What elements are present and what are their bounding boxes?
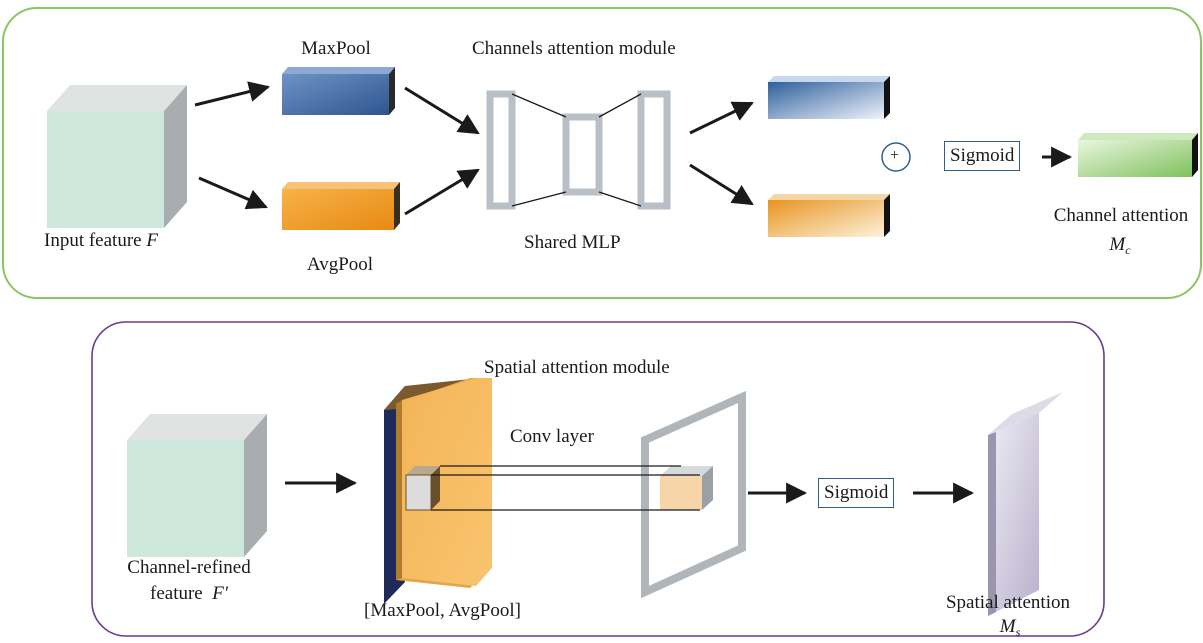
conv-projection-lines	[431, 465, 700, 511]
mlp-output-maxpool-block	[768, 76, 890, 119]
mc-symbol: M	[1109, 234, 1126, 255]
f-prime-symbol: F′	[212, 583, 228, 604]
avgpool-block	[282, 182, 400, 230]
maxpool-label: MaxPool	[301, 38, 371, 59]
mlp-layer-3	[637, 90, 671, 210]
channel-refined-feature-text: feature	[150, 583, 203, 604]
mc-subscript: c	[1125, 243, 1131, 257]
elementwise-sum-icon	[881, 142, 911, 172]
spatial-attention-symbol: Ms	[980, 616, 1040, 643]
channel-module-title: Channels attention module	[472, 38, 676, 59]
conv-output-frame	[641, 390, 746, 599]
ms-symbol: M	[999, 616, 1016, 637]
channel-arrows	[194, 81, 1073, 216]
spatial-module-border	[91, 321, 1105, 637]
channel-attention-symbol: Mc	[1090, 234, 1150, 261]
input-feature-cube	[47, 85, 187, 228]
input-feature-label: Input feature F	[44, 230, 158, 252]
mlp-layer-2	[562, 113, 603, 196]
shared-mlp-label: Shared MLP	[524, 232, 621, 253]
channel-attention-label: Channel attention	[1053, 205, 1189, 226]
channel-sigmoid-box: Sigmoid	[944, 141, 1021, 171]
channel-refined-label-line1: Channel-refined	[127, 557, 251, 578]
shared-mlp	[486, 90, 671, 210]
spatial-attention-map	[988, 392, 1063, 616]
conv-kernel-cube	[405, 466, 440, 511]
channel-refined-feature-cube	[127, 414, 267, 557]
conv-output-cube	[660, 466, 713, 510]
pooled-feature-maps	[384, 378, 492, 604]
input-feature-symbol: F	[146, 230, 158, 251]
spatial-attention-label: Spatial attention	[945, 592, 1070, 613]
spatial-module-title: Spatial attention module	[484, 357, 670, 378]
conv-layer-label: Conv layer	[510, 426, 594, 447]
channel-attention-block	[1078, 133, 1198, 177]
spatial-arrows	[285, 472, 975, 504]
plus-symbol: +	[890, 147, 900, 164]
pooled-maps-label: [MaxPool, AvgPool]	[364, 600, 521, 621]
mlp-layer-1	[486, 90, 516, 210]
mlp-output-avgpool-block	[768, 194, 890, 237]
channel-module-border	[2, 7, 1202, 299]
ms-subscript: s	[1015, 625, 1021, 639]
maxpool-block	[282, 67, 395, 115]
avgpool-label: AvgPool	[306, 254, 374, 275]
input-feature-text: Input feature	[44, 230, 142, 251]
spatial-sigmoid-box: Sigmoid	[818, 478, 895, 508]
channel-refined-label-line2: feature F′	[104, 583, 274, 605]
